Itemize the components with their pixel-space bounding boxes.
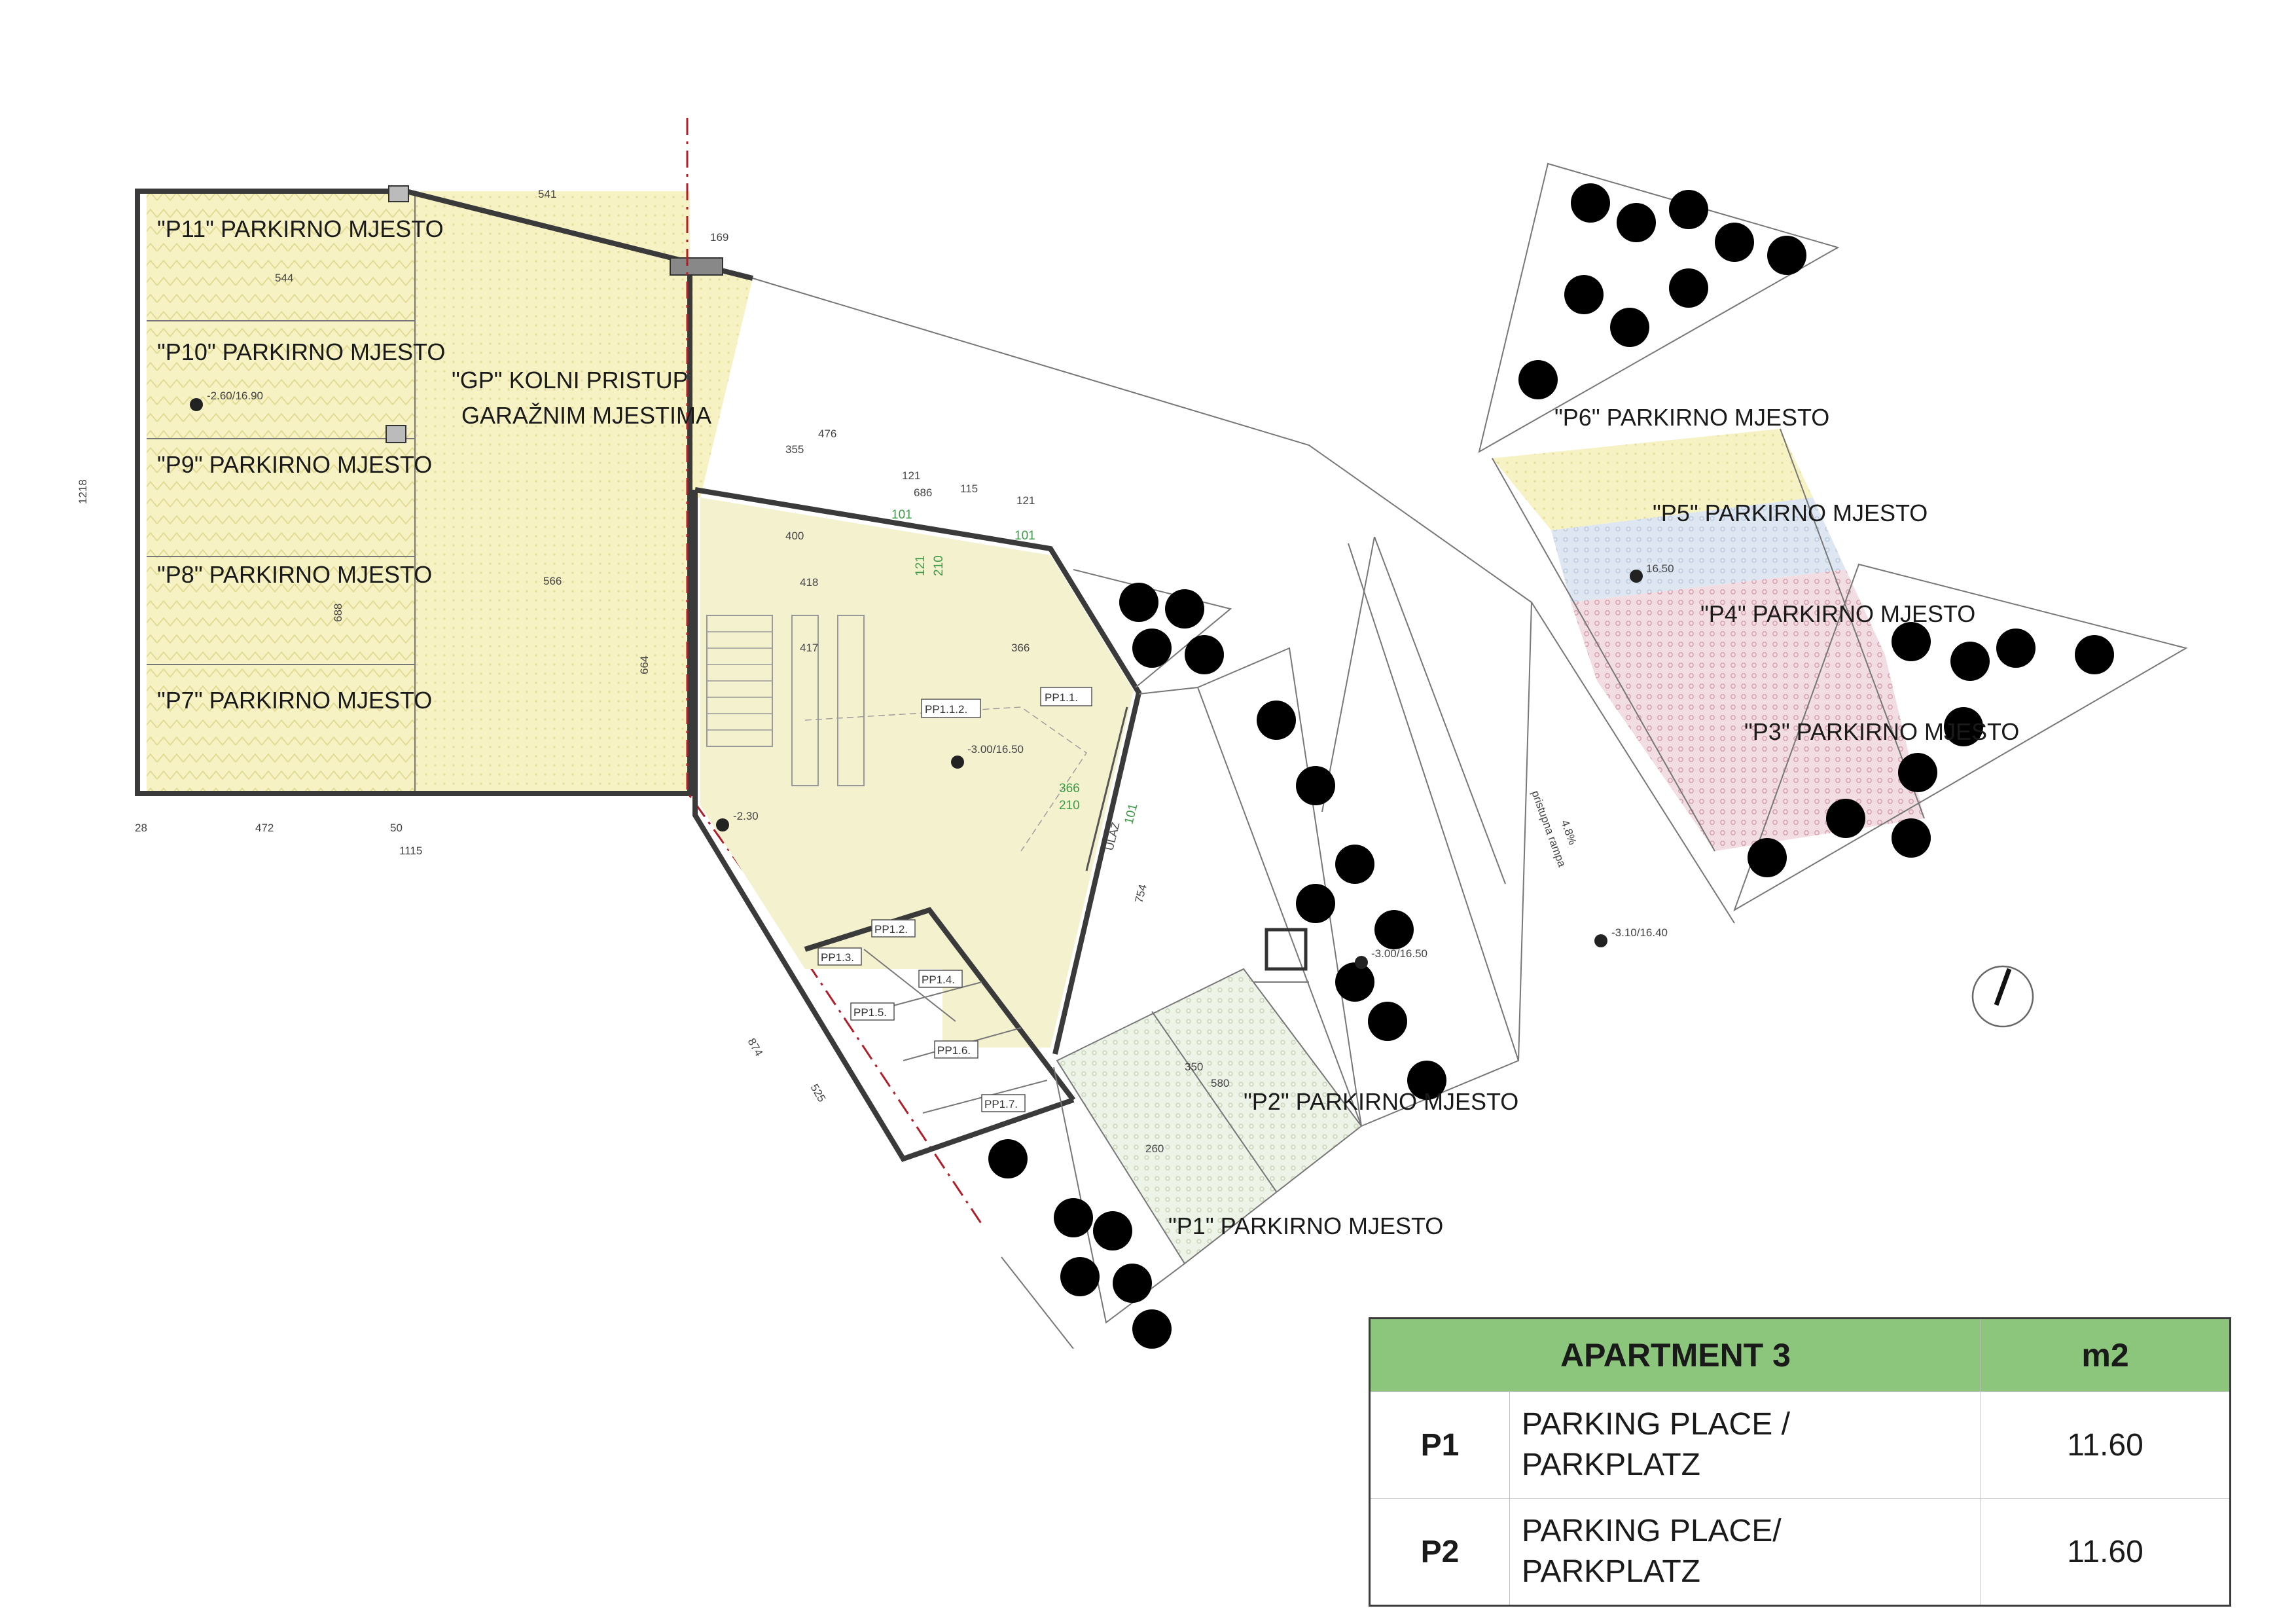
- lobby-fill: [700, 498, 1134, 1048]
- room-pp12: PP1.2.: [874, 923, 908, 936]
- table-title: APARTMENT 3: [1369, 1318, 1981, 1392]
- svg-text:580: 580: [1211, 1077, 1229, 1089]
- svg-text:-3.00/16.50: -3.00/16.50: [967, 743, 1024, 756]
- front-parking: [1001, 569, 1363, 1349]
- room-pp14: PP1.4.: [922, 974, 955, 986]
- garage-fill: [147, 191, 415, 793]
- access-label-2: GARAŽNIM MJESTIMA: [461, 402, 711, 429]
- lobby-building: [692, 487, 1142, 1162]
- label-p7: "P7" PARKIRNO MJESTO: [157, 687, 432, 714]
- area-summary-table: APARTMENT 3 m2 P1 PARKING PLACE / PARKPL…: [1369, 1317, 2231, 1607]
- level-labels: -2.60/16.90 -3.00/16.50 -2.30 16.50 -3.0…: [207, 390, 1674, 960]
- svg-text:417: 417: [800, 642, 818, 654]
- svg-text:121: 121: [1016, 494, 1035, 507]
- svg-text:1218: 1218: [77, 479, 89, 504]
- label-p10: "P10" PARKIRNO MJESTO: [157, 338, 445, 365]
- row-code: P2: [1369, 1498, 1510, 1606]
- svg-text:472: 472: [255, 822, 274, 834]
- right-parking: [1478, 162, 2188, 912]
- svg-text:121: 121: [902, 469, 920, 482]
- svg-text:688: 688: [332, 604, 344, 622]
- dimension-labels: 541 169 1218 544 476 355 686 121 115 121…: [77, 188, 1229, 1155]
- room-pp15: PP1.5.: [853, 1006, 887, 1019]
- label-p4: "P4" PARKIRNO MJESTO: [1700, 600, 1975, 627]
- row-description: PARKING PLACE/ PARKPLATZ: [1509, 1498, 1981, 1606]
- room-tags: PP1.1. PP1.1.2. PP1.2. PP1.3. PP1.4. PP1…: [817, 687, 1092, 1112]
- svg-text:101: 101: [1014, 529, 1035, 543]
- access-road: [752, 278, 1735, 1127]
- garage-block: [135, 118, 983, 1225]
- p6-stall: [1492, 429, 1813, 530]
- north-arrow-icon: [1971, 965, 2034, 1028]
- svg-text:664: 664: [638, 656, 651, 674]
- stair: [706, 615, 865, 786]
- svg-text:-3.10/16.40: -3.10/16.40: [1611, 926, 1668, 939]
- label-p9: "P9" PARKIRNO MJESTO: [157, 451, 432, 478]
- svg-text:541: 541: [538, 188, 556, 200]
- svg-text:566: 566: [543, 575, 562, 587]
- ramp-slope: 4.8%: [1558, 818, 1579, 847]
- svg-text:350: 350: [1185, 1061, 1203, 1073]
- room-pp17: PP1.7.: [984, 1098, 1018, 1110]
- svg-text:355: 355: [785, 443, 804, 456]
- label-p5: "P5" PARKIRNO MJESTO: [1653, 500, 1928, 526]
- label-p6: "P6" PARKIRNO MJESTO: [1554, 404, 1829, 431]
- svg-text:210: 210: [932, 555, 946, 576]
- svg-text:1115: 1115: [399, 845, 422, 857]
- parking-labels: "P11" PARKIRNO MJESTO "P10" PARKIRNO MJE…: [157, 215, 2019, 1239]
- svg-text:400: 400: [785, 530, 804, 542]
- p2-stall: [1057, 969, 1361, 1264]
- svg-text:525: 525: [808, 1082, 829, 1104]
- row-area: 11.60: [1981, 1391, 2231, 1499]
- svg-text:366: 366: [1011, 642, 1030, 654]
- svg-text:-3.00/16.50: -3.00/16.50: [1371, 947, 1427, 960]
- planter-right: [1733, 563, 2188, 912]
- svg-text:16.50: 16.50: [1646, 562, 1674, 575]
- svg-text:418: 418: [800, 576, 818, 589]
- label-p1: "P1" PARKIRNO MJESTO: [1168, 1213, 1443, 1239]
- row-code: P1: [1369, 1391, 1510, 1499]
- room-pp112: PP1.1.2.: [925, 703, 967, 716]
- svg-text:121: 121: [914, 555, 927, 576]
- label-p3: "P3" PARKIRNO MJESTO: [1744, 718, 2019, 745]
- svg-text:754: 754: [1132, 883, 1149, 904]
- svg-text:476: 476: [818, 428, 836, 440]
- access-lane-fill: [415, 191, 690, 793]
- label-p8: "P8" PARKIRNO MJESTO: [157, 561, 432, 588]
- table-row: P2 PARKING PLACE/ PARKPLATZ 11.60: [1369, 1498, 2231, 1606]
- p5-stall: [1551, 498, 1846, 602]
- row-description: PARKING PLACE / PARKPLATZ: [1509, 1391, 1981, 1499]
- table-row: P1 PARKING PLACE / PARKPLATZ 11.60: [1369, 1391, 2231, 1499]
- access-label-1: "GP" KOLNI PRISTUP: [452, 367, 689, 393]
- green-marks: 101 101 121 210 366 210 101: [891, 508, 1141, 826]
- room-pp11: PP1.1.: [1045, 691, 1078, 704]
- svg-text:101: 101: [1122, 802, 1140, 826]
- svg-text:-2.60/16.90: -2.60/16.90: [207, 390, 263, 402]
- svg-text:366: 366: [1059, 782, 1080, 795]
- svg-text:50: 50: [390, 822, 403, 834]
- svg-text:210: 210: [1059, 799, 1080, 812]
- row-area: 11.60: [1981, 1498, 2231, 1606]
- label-p11: "P11" PARKIRNO MJESTO: [157, 215, 444, 242]
- room-pp16: PP1.6.: [937, 1044, 971, 1057]
- svg-text:169: 169: [710, 231, 728, 244]
- level-markers: [190, 398, 1643, 969]
- p4-stall: [1571, 570, 1885, 681]
- svg-text:260: 260: [1145, 1142, 1164, 1155]
- svg-text:-2.30: -2.30: [733, 810, 759, 822]
- svg-text:28: 28: [135, 822, 147, 834]
- label-p2: "P2" PARKIRNO MJESTO: [1244, 1088, 1518, 1115]
- svg-text:686: 686: [914, 486, 932, 499]
- access-lane-wedge: [690, 268, 753, 498]
- svg-text:115: 115: [960, 483, 978, 495]
- unit-header: m2: [1981, 1318, 2231, 1392]
- garage-wall: [135, 189, 753, 796]
- room-pp13: PP1.3.: [821, 951, 854, 964]
- table-header-row: APARTMENT 3 m2: [1369, 1318, 2231, 1392]
- svg-text:874: 874: [745, 1036, 766, 1059]
- svg-text:544: 544: [275, 272, 293, 284]
- svg-text:101: 101: [891, 508, 912, 522]
